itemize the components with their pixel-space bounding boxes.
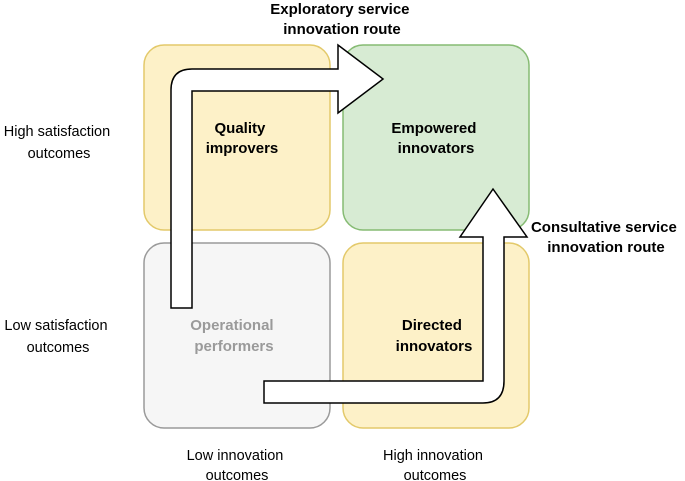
quadrant-label-directed-innovators: Directed innovators [396, 317, 473, 355]
row-label-high-satisfaction: High satisfaction outcomes [4, 124, 114, 162]
quadrant-label-empowered-innovators: Empowered innovators [391, 120, 480, 157]
consultative-route-arrow [263, 187, 529, 404]
route-label-exploratory: Exploratory service innovation route [270, 1, 413, 38]
quadrant-label-quality-improvers: Quality improvers [206, 120, 279, 157]
quadrant-top-right [342, 44, 530, 231]
quadrant-label-operational-performers: Operational performers [190, 317, 278, 355]
column-label-high-innovation: High innovation outcomes [383, 448, 487, 481]
exploratory-route-arrow [170, 43, 385, 309]
row-label-low-satisfaction: Low satisfaction outcomes [4, 318, 111, 356]
column-label-low-innovation: Low innovation outcomes [187, 448, 288, 481]
route-label-consultative: Consultative service innovation route [531, 219, 681, 256]
